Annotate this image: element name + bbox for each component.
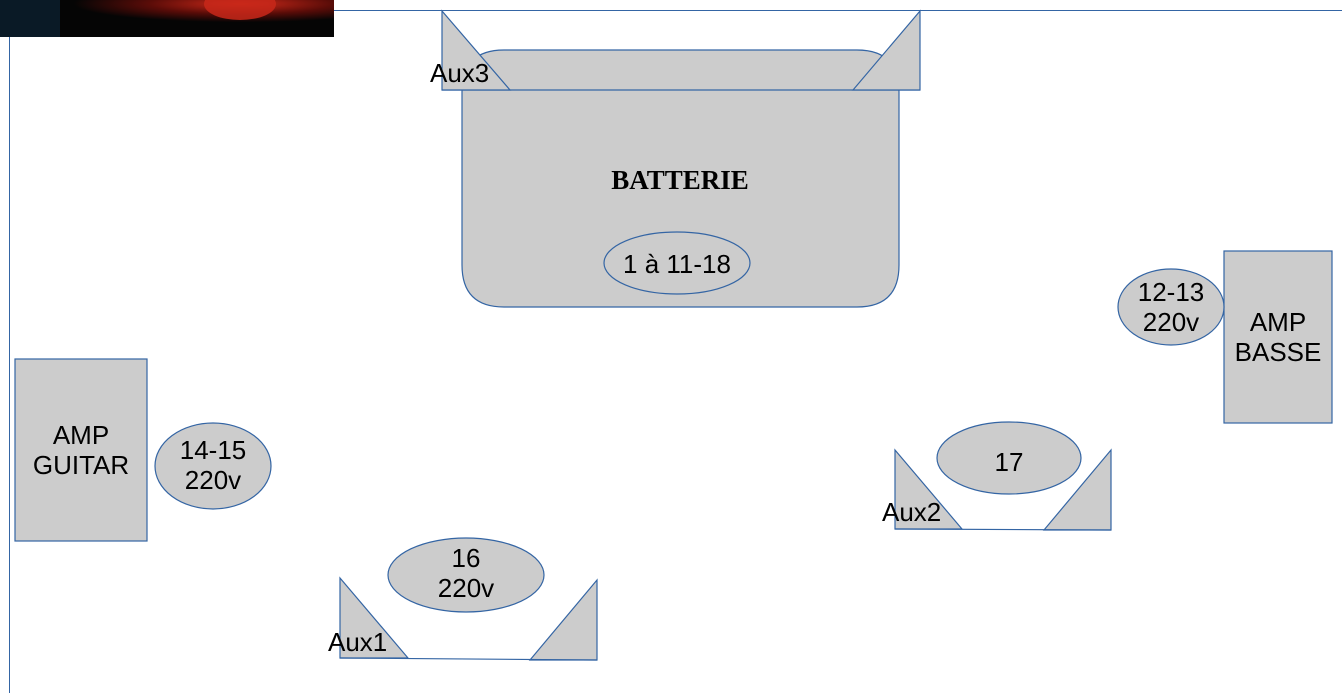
aux2-channel: 17 xyxy=(994,447,1024,477)
amp-bass-power: 220v xyxy=(1142,307,1200,337)
aux2-floor-line xyxy=(894,528,1112,531)
aux2-label: Aux2 xyxy=(882,497,942,527)
aux1-label: Aux1 xyxy=(328,627,388,657)
aux1-power: 220v xyxy=(437,573,495,603)
amp-bass-channels-number: 12-13 xyxy=(1137,277,1205,307)
aux1-channel-badge xyxy=(387,537,545,613)
amp-guitar-label-line1: AMP xyxy=(52,420,110,450)
aux3-wedge-right xyxy=(851,9,921,91)
amp-bass-label-line2: BASSE xyxy=(1234,337,1322,367)
amp-bass-channels: 12-13 220v xyxy=(1118,277,1224,337)
amp-guitar-channels-number: 14-15 xyxy=(179,435,247,465)
aux3-wedge-left xyxy=(441,9,512,91)
amp-guitar-power: 220v xyxy=(184,465,242,495)
amp-guitar-label-line2: GUITAR xyxy=(32,450,130,480)
aux1-channel: 16 220v xyxy=(388,543,544,603)
drum-channels-badge xyxy=(603,231,751,295)
amp-bass-box xyxy=(1223,250,1333,424)
aux1-channel-number: 16 xyxy=(451,543,481,573)
amp-guitar-channels: 14-15 220v xyxy=(155,435,271,495)
amp-guitar-channels-badge xyxy=(154,422,272,510)
aux1-floor-line xyxy=(339,657,598,661)
drums-channels: 1 à 11-18 xyxy=(623,249,731,279)
aux2-channel-badge xyxy=(936,421,1082,495)
amp-guitar-box xyxy=(14,358,148,542)
amp-bass-channels-badge xyxy=(1117,268,1225,346)
drums-label: BATTERIE xyxy=(611,165,749,195)
amp-bass-label-line1: AMP xyxy=(1249,307,1307,337)
amp-bass-label: AMP BASSE xyxy=(1224,307,1332,367)
aux3-label: Aux3 xyxy=(430,58,490,88)
stage-photo-thumbnail xyxy=(0,0,334,37)
amp-guitar-label: AMP GUITAR xyxy=(15,420,147,480)
